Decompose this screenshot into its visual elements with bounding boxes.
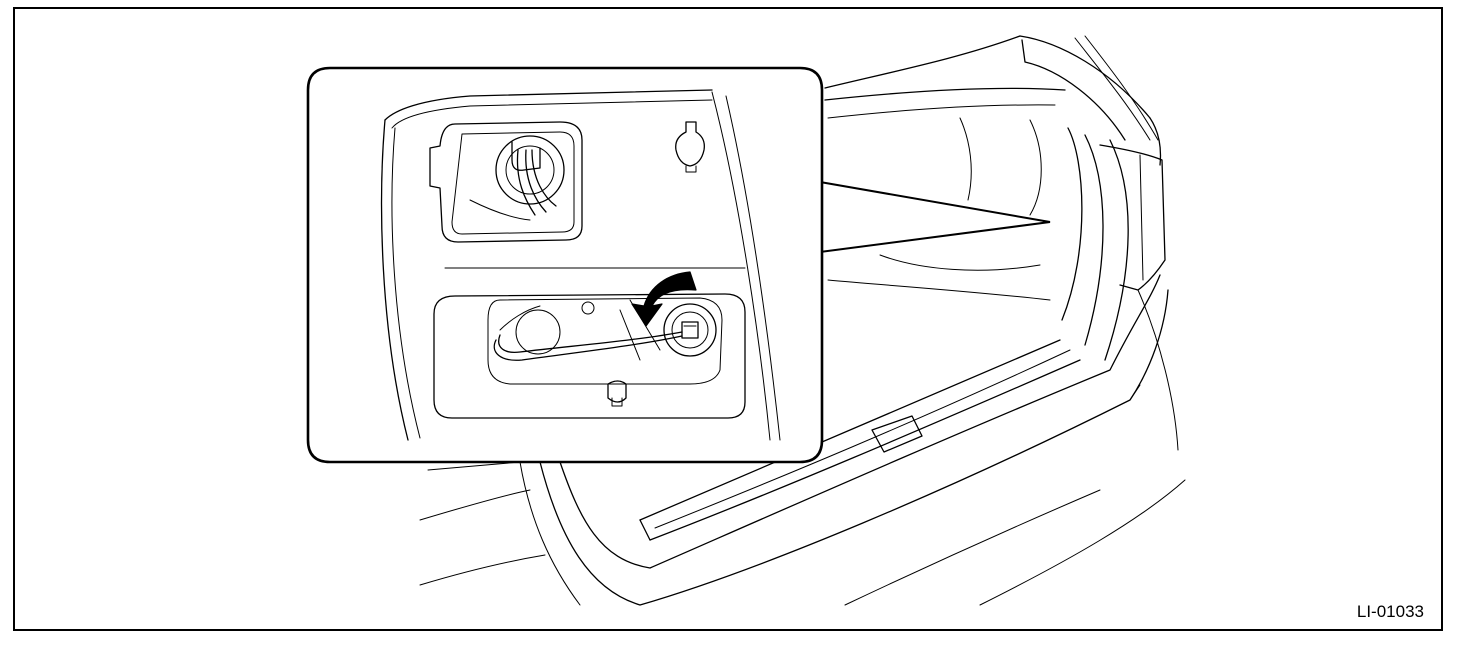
figure-id-label: LI-01033: [1354, 602, 1426, 622]
lower-bulb-socket: [433, 293, 746, 419]
callout-pointer: [819, 180, 1051, 254]
upper-bulb-socket: [429, 121, 583, 243]
figure-frame: [13, 7, 1443, 631]
car-trunk-drawing: [419, 35, 1186, 606]
detail-callout-box: [306, 66, 824, 464]
counterclockwise-arrow-icon: [631, 271, 697, 327]
mounting-hole: [675, 121, 705, 173]
